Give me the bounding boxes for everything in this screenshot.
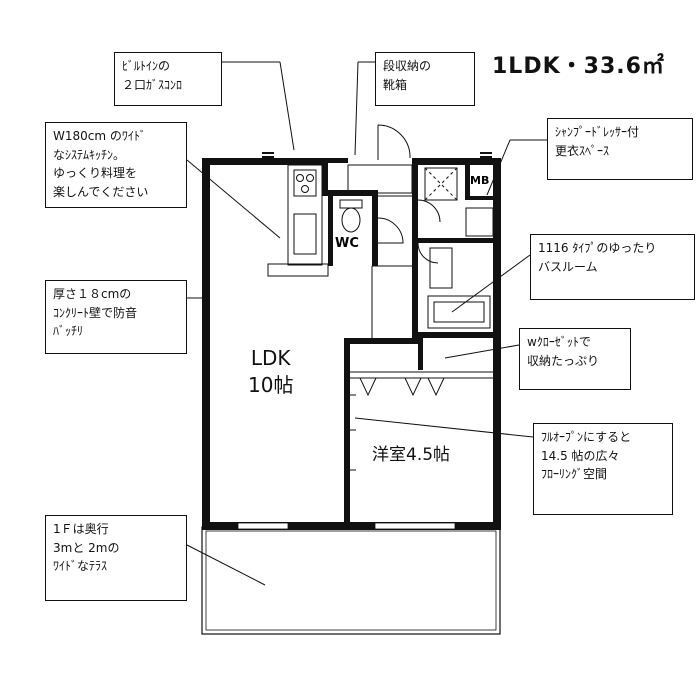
note-shoe-box: 段収納の 靴箱 (375, 52, 475, 106)
note-shampoo-line1: ｼｬﾝﾌﾟｰﾄﾞﾚｯｻｰ付 (555, 125, 640, 139)
note-bathroom: 1116 ﾀｲﾌﾟのゆったり バスルーム (530, 234, 695, 300)
note-shoe-line2: 靴箱 (383, 77, 408, 92)
note-wall-line1: 厚さ１８cmの (53, 287, 132, 301)
note-full-open: ﾌﾙｵｰﾌﾟﾝにすると 14.5 帖の広々 ﾌﾛｰﾘﾝｸﾞ空間 (533, 423, 673, 515)
room-ldk-size: 10帖 (248, 373, 294, 397)
note-shoe-line1: 段収納の (383, 59, 432, 73)
note-bath-line1: 1116 ﾀｲﾌﾟのゆったり (538, 241, 657, 255)
note-kitchen: W180cm のﾜｲﾄﾞ なｼｽﾃﾑｷｯﾁﾝ。 ゆっくり料理を 楽しんでください (45, 122, 187, 208)
outer-walls (202, 158, 501, 530)
note-kitchen-line2: なｼｽﾃﾑｷｯﾁﾝ。 (53, 147, 126, 162)
meter-box-label: MB (470, 174, 490, 187)
room-ldk-name: LDK (250, 346, 291, 370)
interior-walls (322, 158, 500, 523)
note-bath-line2: バスルーム (538, 259, 598, 274)
note-open-line2: 14.5 帖の広々 (541, 448, 620, 463)
note-stove: ﾋﾞﾙﾄｲﾝの ２口ｶﾞｽｺﾝﾛ (114, 52, 222, 106)
note-closet-line1: wｸﾛｰｾﾞｯﾄで (527, 335, 591, 349)
note-wall-line2: ｺﾝｸﾘｰﾄ壁で防音 (53, 305, 138, 320)
note-closet: wｸﾛｰｾﾞｯﾄで 収納たっぷり (519, 328, 631, 390)
note-stove-line2: ２口ｶﾞｽｺﾝﾛ (122, 77, 183, 92)
note-wall: 厚さ１８cmの ｺﾝｸﾘｰﾄ壁で防音 ﾊﾞｯﾁﾘ (45, 280, 187, 354)
note-terrace-line1: 1Ｆは奥行 (53, 522, 109, 536)
note-terrace-line2: 3mと 2mの (53, 540, 120, 555)
terrace-windows (237, 522, 456, 530)
note-open-line1: ﾌﾙｵｰﾌﾟﾝにすると (541, 430, 632, 444)
room-wc-label: WC (335, 236, 359, 251)
note-terrace-line3: ﾜｲﾄﾞなﾃﾗｽ (53, 559, 108, 574)
note-terrace: 1Ｆは奥行 3mと 2mの ﾜｲﾄﾞなﾃﾗｽ (45, 515, 187, 601)
plan-title: 1LDK・33.6㎡ (492, 54, 665, 79)
note-wall-line3: ﾊﾞｯﾁﾘ (53, 324, 84, 339)
vent-marks (262, 152, 492, 158)
note-shampoo-line2: 更衣ｽﾍﾟｰｽ (555, 143, 610, 158)
room-western-label: 洋室4.5帖 (372, 445, 451, 465)
fixtures (267, 124, 494, 471)
note-closet-line2: 収納たっぷり (527, 353, 600, 368)
note-stove-line1: ﾋﾞﾙﾄｲﾝの (122, 59, 171, 73)
terrace (201, 526, 501, 635)
note-kitchen-line3: ゆっくり料理を (53, 166, 138, 181)
note-shampoo-dresser: ｼｬﾝﾌﾟｰﾄﾞﾚｯｻｰ付 更衣ｽﾍﾟｰｽ (547, 118, 693, 180)
room-ldk-label: LDK 10帖 (248, 345, 293, 399)
note-open-line3: ﾌﾛｰﾘﾝｸﾞ空間 (541, 467, 608, 482)
note-kitchen-line1: W180cm のﾜｲﾄﾞ (53, 129, 146, 143)
note-kitchen-line4: 楽しんでください (53, 184, 149, 199)
